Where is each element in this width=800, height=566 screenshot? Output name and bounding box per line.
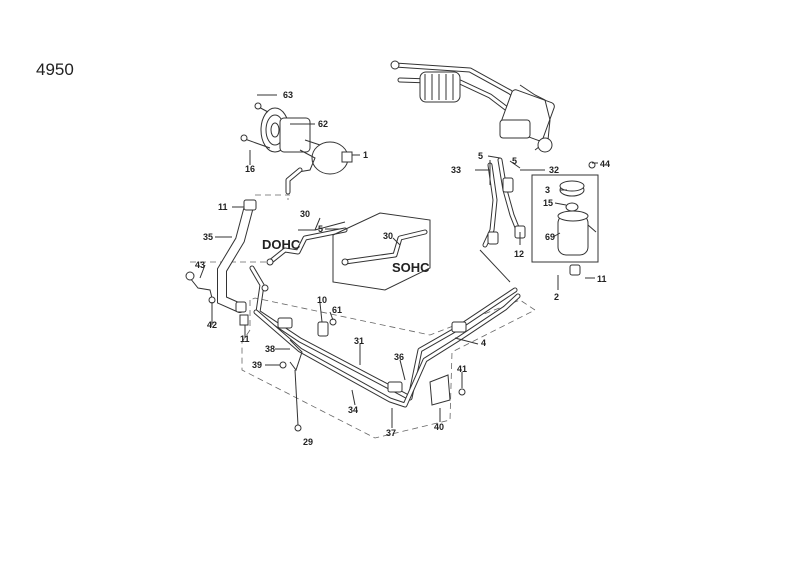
callout-32: 32 <box>549 165 559 175</box>
callout-31: 31 <box>354 336 364 346</box>
callout-1: 1 <box>363 150 368 160</box>
callout-3: 3 <box>545 185 550 195</box>
callout-40: 40 <box>434 422 444 432</box>
callouts: 63 62 1 16 11 35 43 42 11 10 61 38 39 31… <box>195 90 610 447</box>
small-parts <box>185 271 466 432</box>
callout-35: 35 <box>203 232 213 242</box>
pump-assembly <box>240 102 353 195</box>
assembly-outline <box>241 297 536 439</box>
callout-43: 43 <box>195 260 205 270</box>
callout-5-gear-right: 5 <box>512 156 517 166</box>
callout-30-dohc: 30 <box>300 209 310 219</box>
callout-10: 10 <box>317 295 327 305</box>
steering-gear <box>390 60 555 153</box>
callout-38: 38 <box>265 344 275 354</box>
sohc-label: SOHC <box>392 260 430 275</box>
callout-33: 33 <box>451 165 461 175</box>
callout-15: 15 <box>543 198 553 208</box>
callout-16: 16 <box>245 164 255 174</box>
callout-36: 36 <box>394 352 404 362</box>
callout-12: 12 <box>514 249 524 259</box>
callout-2: 2 <box>554 292 559 302</box>
callout-11-right: 11 <box>597 274 607 284</box>
pressure-pipes <box>479 157 526 283</box>
callout-61: 61 <box>332 305 342 315</box>
callout-63: 63 <box>283 90 293 100</box>
reservoir-assembly <box>531 161 599 276</box>
callout-44: 44 <box>600 159 610 169</box>
callout-69: 69 <box>545 232 555 242</box>
callout-29: 29 <box>303 437 313 447</box>
callout-11-top: 11 <box>218 202 228 212</box>
callout-39: 39 <box>252 360 262 370</box>
main-pipe-run <box>249 265 521 408</box>
dohc-pipe <box>266 227 348 266</box>
callout-4: 4 <box>481 338 486 348</box>
callout-37: 37 <box>386 428 396 438</box>
callout-5-gear-left: 5 <box>478 151 483 161</box>
callout-11-mid: 11 <box>240 334 250 344</box>
sohc-inset <box>332 212 431 291</box>
return-hose <box>217 199 257 313</box>
dohc-label: DOHC <box>262 237 301 252</box>
diagram-id: 4950 <box>36 60 74 79</box>
leader-lines <box>199 94 598 428</box>
callout-30-sohc: 30 <box>383 231 393 241</box>
callout-62: 62 <box>318 119 328 129</box>
callout-5-dohc: 5 <box>318 224 323 234</box>
callout-41: 41 <box>457 364 467 374</box>
callout-42: 42 <box>207 320 217 330</box>
callout-34: 34 <box>348 405 358 415</box>
